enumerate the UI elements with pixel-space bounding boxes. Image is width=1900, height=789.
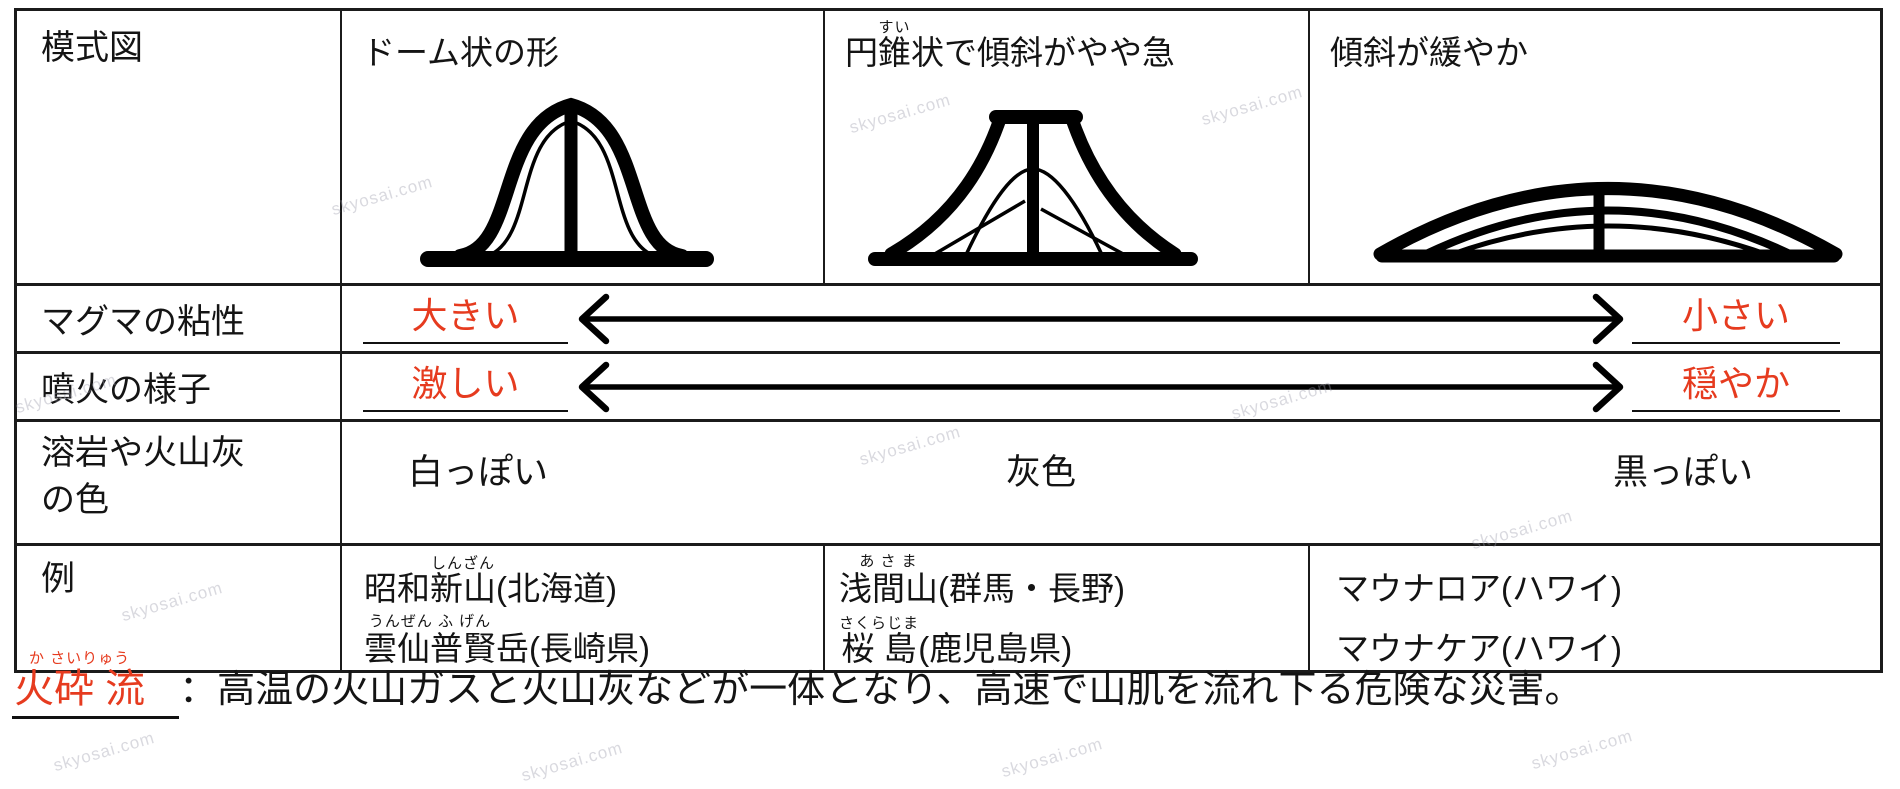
double-arrow-icon (578, 293, 1624, 345)
watermark: skyosai.com (999, 733, 1105, 782)
cell-cone-schematic: 円錐すい状で傾斜がやや急 (823, 11, 1308, 283)
ash-color-whitish: 白っぽい (408, 453, 549, 492)
ash-color-scale-cell: 白っぽい 灰色 黒っぽい (340, 419, 1880, 543)
ash-color-gray: 灰色 (1006, 453, 1077, 492)
row-label-viscosity: マグマの粘性 (17, 283, 340, 351)
watermark: skyosai.com (51, 727, 157, 776)
row-label-eruption: 噴火の様子 (17, 351, 340, 419)
examples-shield-cell: マウナロア(ハワイ) マウナケア(ハワイ) (1308, 543, 1880, 670)
example-mauna-loa: マウナロア(ハワイ) (1336, 570, 1622, 607)
viscosity-low-value: 小さい (1632, 298, 1840, 344)
examples-cone-cell: 浅間山あ さ ま(群馬・長野) 桜 島さくらじま(鹿児島県) (823, 543, 1308, 670)
row-label-schematic: 模式図 (41, 29, 143, 67)
watermark: skyosai.com (1529, 725, 1635, 774)
viscosity-high-value: 大きい (363, 298, 568, 344)
row-label-examples: 例 (17, 543, 340, 670)
double-arrow-icon (578, 361, 1624, 413)
example-asamayama: 浅間山あ さ ま(群馬・長野) (839, 553, 1125, 607)
shield-volcano-icon (1373, 182, 1843, 263)
eruption-scale-cell: 激しい 穏やか (340, 351, 1880, 419)
ash-color-blackish: 黒っぽい (1613, 453, 1754, 492)
volcano-comparison-table: 模式図 ドーム状の形 円錐すい状で傾斜がやや急 傾斜が緩やか (14, 8, 1883, 673)
header-dome-shape: ドーム状の形 (362, 34, 560, 71)
cone-volcano-icon (868, 110, 1198, 266)
cell-dome-schematic: ドーム状の形 (340, 11, 823, 283)
example-unzen-fugendake: 雲仙普賢うんぜん ふ げん岳(長崎県) (364, 613, 650, 667)
ash-color-label-line2: の色 (41, 480, 109, 519)
pyroclastic-flow-term: 火砕 流か さいりゅう (12, 650, 180, 719)
row-label-ash-color: 溶岩や火山灰 の色 (17, 419, 340, 543)
example-mauna-kea: マウナケア(ハワイ) (1336, 630, 1622, 667)
dome-volcano-icon (420, 97, 714, 267)
viscosity-scale-cell: 大きい 小さい (340, 283, 1880, 351)
note-separator: ： (179, 669, 218, 711)
example-showa-shinzan: 昭和新山しんざん(北海道) (364, 555, 617, 607)
header-cone-shape: 円錐すい状で傾斜がやや急 (845, 19, 1175, 71)
eruption-calm-value: 穏やか (1632, 366, 1840, 412)
examples-dome-cell: 昭和新山しんざん(北海道) 雲仙普賢うんぜん ふ げん岳(長崎県) (340, 543, 823, 670)
note-description: 高温の火山ガスと火山灰などが一体となり、高速で山肌を流れ下る危険な災害。 (217, 669, 1583, 711)
pyroclastic-flow-note: 火砕 流か さいりゅう ： 高温の火山ガスと火山灰などが一体となり、高速で山肌を… (12, 650, 1583, 719)
eruption-violent-value: 激しい (363, 366, 568, 412)
watermark: skyosai.com (519, 737, 625, 786)
example-sakurajima: 桜 島さくらじま(鹿児島県) (839, 615, 1073, 667)
cell-shield-schematic: 傾斜が緩やか (1308, 11, 1880, 283)
header-shield-shape: 傾斜が緩やか (1330, 34, 1528, 71)
ash-color-label-line1: 溶岩や火山灰 (41, 434, 245, 472)
